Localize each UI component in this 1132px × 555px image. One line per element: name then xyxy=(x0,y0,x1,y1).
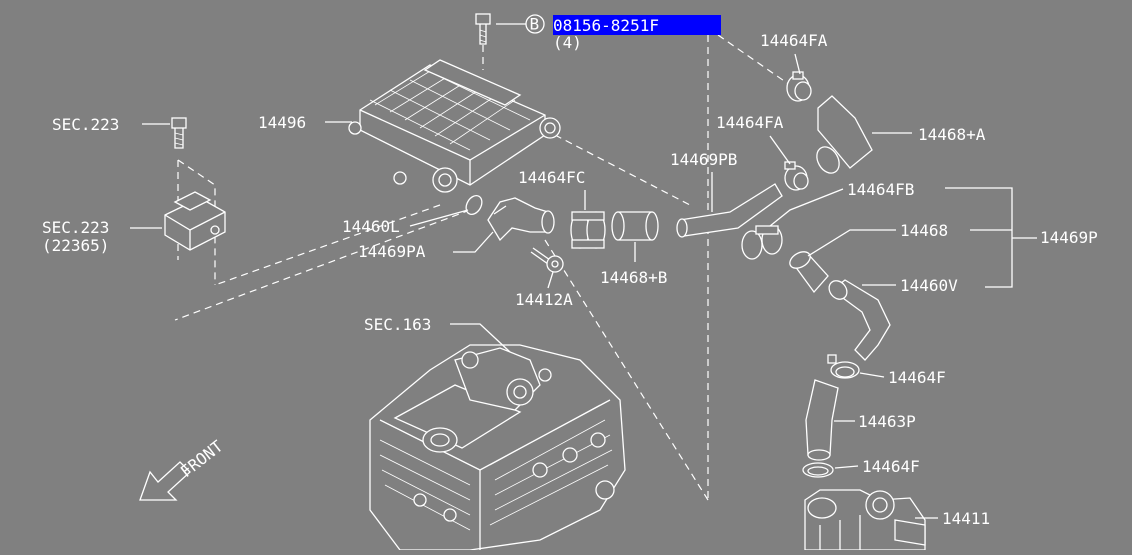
label-14464FB[interactable]: 14464FB xyxy=(847,180,914,199)
label-14464F-a[interactable]: 14464F xyxy=(888,368,946,387)
leader-14412A xyxy=(547,271,554,289)
label-sec163[interactable]: SEC.163 xyxy=(364,315,431,334)
highlight-box xyxy=(553,15,721,35)
leader-14464F-a xyxy=(859,372,885,378)
engine-block-sec163[interactable] xyxy=(369,344,626,551)
clamp-14464FA-mid[interactable] xyxy=(784,161,809,191)
bolt-marker-b-icon: B xyxy=(496,14,545,34)
label-sec223-bolt[interactable]: SEC.223 xyxy=(52,115,119,134)
bolt-sec223[interactable] xyxy=(171,117,187,149)
bolt-14412A[interactable] xyxy=(530,247,564,273)
label-14464FA-mid[interactable]: 14464FA xyxy=(716,113,784,132)
label-front: FRONT xyxy=(177,436,227,481)
clamp-14464FA-top[interactable] xyxy=(786,71,812,102)
leader-14464FA-mid xyxy=(769,135,791,165)
clamp-14464F-b[interactable] xyxy=(802,462,834,478)
label-14464FC[interactable]: 14464FC xyxy=(518,168,585,187)
gasket-14460L[interactable] xyxy=(463,193,485,217)
part-number-08156-8251F[interactable]: 08156-8251F xyxy=(553,16,659,35)
label-14468-A[interactable]: 14468+A xyxy=(918,125,986,144)
label-14468[interactable]: 14468 xyxy=(900,221,948,240)
label-14469P[interactable]: 14469P xyxy=(1040,228,1098,247)
front-arrow-icon xyxy=(139,461,191,501)
label-14460V[interactable]: 14460V xyxy=(900,276,958,295)
leader-14469PA xyxy=(453,231,494,253)
label-14464F-b[interactable]: 14464F xyxy=(862,457,920,476)
turbocharger-14411[interactable] xyxy=(804,489,926,551)
clamp-14464F-a[interactable] xyxy=(827,354,860,379)
intercooler-14496[interactable] xyxy=(348,59,561,193)
label-14463P[interactable]: 14463P xyxy=(858,412,916,431)
leader-14464FA-top xyxy=(794,53,801,75)
hose-14468[interactable] xyxy=(787,248,829,294)
label-14468-B[interactable]: 14468+B xyxy=(600,268,667,287)
label-14496[interactable]: 14496 xyxy=(258,113,306,132)
bolt-08156-8251F[interactable] xyxy=(475,13,491,45)
label-14460L[interactable]: 14460L xyxy=(342,217,400,236)
part-qty-4: (4) xyxy=(553,33,582,52)
hose-14463P[interactable] xyxy=(805,379,839,461)
pipe-14469PB[interactable] xyxy=(676,183,783,238)
leader-14464F-b xyxy=(834,465,859,469)
hose-14468-B[interactable] xyxy=(611,211,659,241)
hose-14460V[interactable] xyxy=(825,277,891,361)
clamp-14464FC[interactable] xyxy=(570,211,606,249)
hose-14468-A[interactable] xyxy=(812,95,873,177)
leader-14468 xyxy=(807,229,896,257)
label-14469PA[interactable]: 14469PA xyxy=(358,242,426,261)
label-14411[interactable]: 14411 xyxy=(942,509,990,528)
label-14464FA-top[interactable]: 14464FA xyxy=(760,31,828,50)
bracket-14469P xyxy=(945,187,1037,288)
label-14412A[interactable]: 14412A xyxy=(515,290,573,309)
clamp-14464FB[interactable] xyxy=(741,225,783,260)
leader-14460L xyxy=(409,209,469,227)
leader-sec163 xyxy=(450,323,511,353)
pipe-14469PA[interactable] xyxy=(487,197,555,242)
label-14469PB[interactable]: 14469PB xyxy=(670,150,737,169)
svg-text:B: B xyxy=(530,15,540,34)
boost-sensor-22365[interactable] xyxy=(164,191,226,251)
leader-14464FB xyxy=(769,188,844,227)
label-sec223-sensor[interactable]: SEC.223 xyxy=(42,218,109,237)
label-22365: (22365) xyxy=(42,236,109,255)
